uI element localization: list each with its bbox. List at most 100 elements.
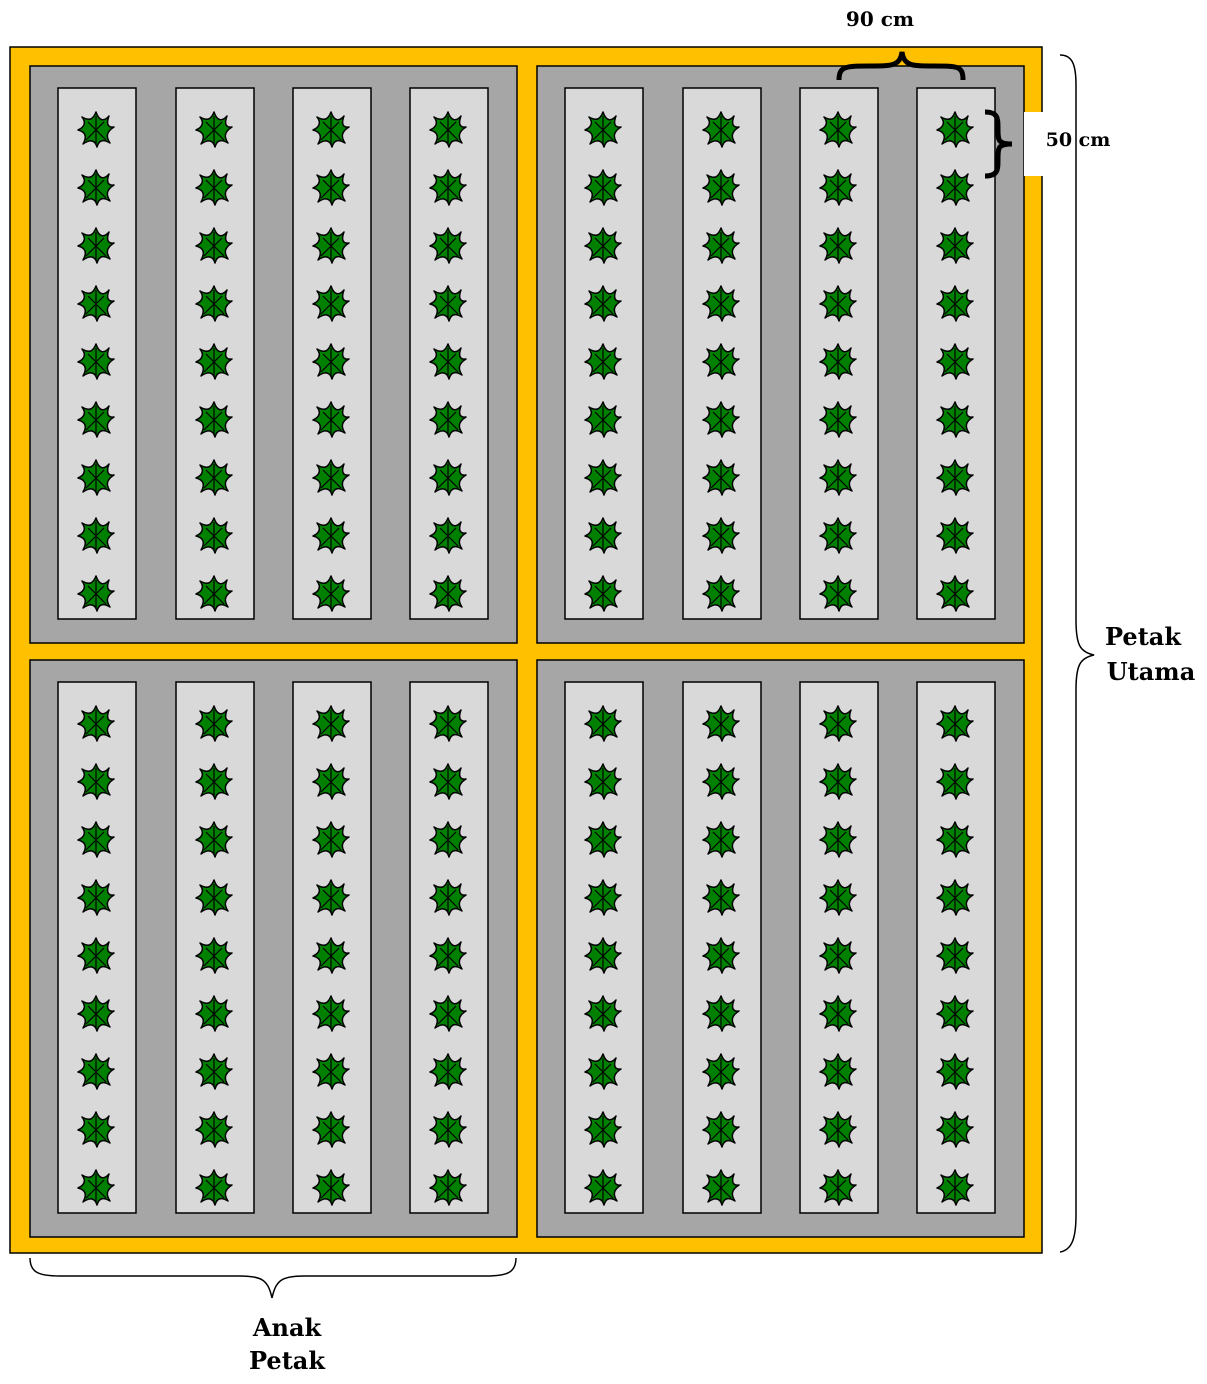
plant-icon	[429, 343, 467, 380]
plant-icon	[195, 111, 233, 148]
plant-icon	[312, 227, 350, 264]
plant-icon	[702, 995, 740, 1032]
plant-icon	[936, 401, 974, 438]
plant-icon	[819, 111, 857, 148]
plant-icon	[702, 1053, 740, 1090]
plant-icon	[936, 169, 974, 206]
plant-icon	[819, 517, 857, 554]
plant-icon	[429, 821, 467, 858]
plant-spacing-label: 50 cm	[1046, 129, 1111, 151]
plant-icon	[429, 1111, 467, 1148]
plant-icon	[77, 285, 115, 322]
plant-icon	[702, 1111, 740, 1148]
main-plot-brace	[1059, 54, 1095, 1253]
plant-icon	[702, 705, 740, 742]
plant-icon	[936, 459, 974, 496]
plant-icon	[195, 517, 233, 554]
plant-icon	[77, 459, 115, 496]
plant-icon	[819, 879, 857, 916]
plant-icon	[819, 285, 857, 322]
plant-spacing-brace	[984, 109, 1013, 179]
plant-icon	[77, 1053, 115, 1090]
plant-icon	[584, 517, 622, 554]
plant-icon	[77, 1169, 115, 1206]
plant-icon	[77, 705, 115, 742]
plant-icon	[936, 821, 974, 858]
plant-icon	[429, 111, 467, 148]
plant-icon	[312, 111, 350, 148]
plant-icon	[584, 705, 622, 742]
plant-icon	[936, 879, 974, 916]
plant-icon	[936, 1053, 974, 1090]
plant-icon	[195, 937, 233, 974]
plant-icon	[429, 169, 467, 206]
plant-icon	[429, 227, 467, 264]
plant-icon	[702, 879, 740, 916]
plant-icon	[936, 285, 974, 322]
plant-icon	[819, 343, 857, 380]
plant-icon	[429, 401, 467, 438]
plant-icon	[195, 401, 233, 438]
plant-icon	[77, 227, 115, 264]
plant-icon	[429, 937, 467, 974]
row-spacing-label: 90 cm	[846, 7, 914, 31]
plant-icon	[702, 763, 740, 800]
plant-icon	[429, 517, 467, 554]
sub-plot-label-line1: Anak	[252, 1313, 323, 1342]
plant-icon	[77, 575, 115, 612]
plant-icon	[312, 169, 350, 206]
plant-icon	[195, 169, 233, 206]
plant-icon	[819, 995, 857, 1032]
plant-icon	[936, 1111, 974, 1148]
plant-icon	[819, 459, 857, 496]
plant-icon	[819, 169, 857, 206]
plant-icon	[819, 227, 857, 264]
plant-icon	[584, 169, 622, 206]
plant-icon	[584, 227, 622, 264]
plant-icon	[936, 763, 974, 800]
plant-icon	[584, 995, 622, 1032]
plant-icon	[584, 111, 622, 148]
plant-icon	[936, 517, 974, 554]
plant-icon	[702, 821, 740, 858]
plant-icon	[429, 705, 467, 742]
plant-icon	[312, 937, 350, 974]
plant-icon	[584, 285, 622, 322]
plant-icon	[195, 821, 233, 858]
plant-icon	[936, 937, 974, 974]
plant-icon	[312, 995, 350, 1032]
plant-icon	[429, 995, 467, 1032]
plant-icon	[312, 763, 350, 800]
plant-icon	[819, 1169, 857, 1206]
plant-icon	[195, 343, 233, 380]
plant-icon	[429, 879, 467, 916]
plant-spacing-label-background	[1024, 112, 1106, 176]
plant-icon	[819, 821, 857, 858]
plant-icon	[312, 879, 350, 916]
plant-icon	[936, 227, 974, 264]
plant-icon	[429, 459, 467, 496]
plant-icon	[702, 1169, 740, 1206]
plant-icon	[312, 285, 350, 322]
plant-icon	[702, 459, 740, 496]
plant-icon	[195, 879, 233, 916]
plant-icon	[702, 517, 740, 554]
plant-icon	[195, 227, 233, 264]
plant-icon	[584, 879, 622, 916]
plant-icon	[936, 343, 974, 380]
plant-icon	[819, 575, 857, 612]
plant-icon	[195, 995, 233, 1032]
plant-icon	[77, 821, 115, 858]
plant-icon	[312, 459, 350, 496]
plant-icon	[819, 1111, 857, 1148]
plant-icon	[77, 111, 115, 148]
plant-icon	[702, 227, 740, 264]
plant-icon	[819, 937, 857, 974]
plant-icon	[312, 1169, 350, 1206]
plant-icon	[584, 401, 622, 438]
plant-icon	[77, 169, 115, 206]
plant-icon	[312, 821, 350, 858]
plant-icon	[702, 937, 740, 974]
plant-icon	[77, 401, 115, 438]
plant-icon	[195, 459, 233, 496]
